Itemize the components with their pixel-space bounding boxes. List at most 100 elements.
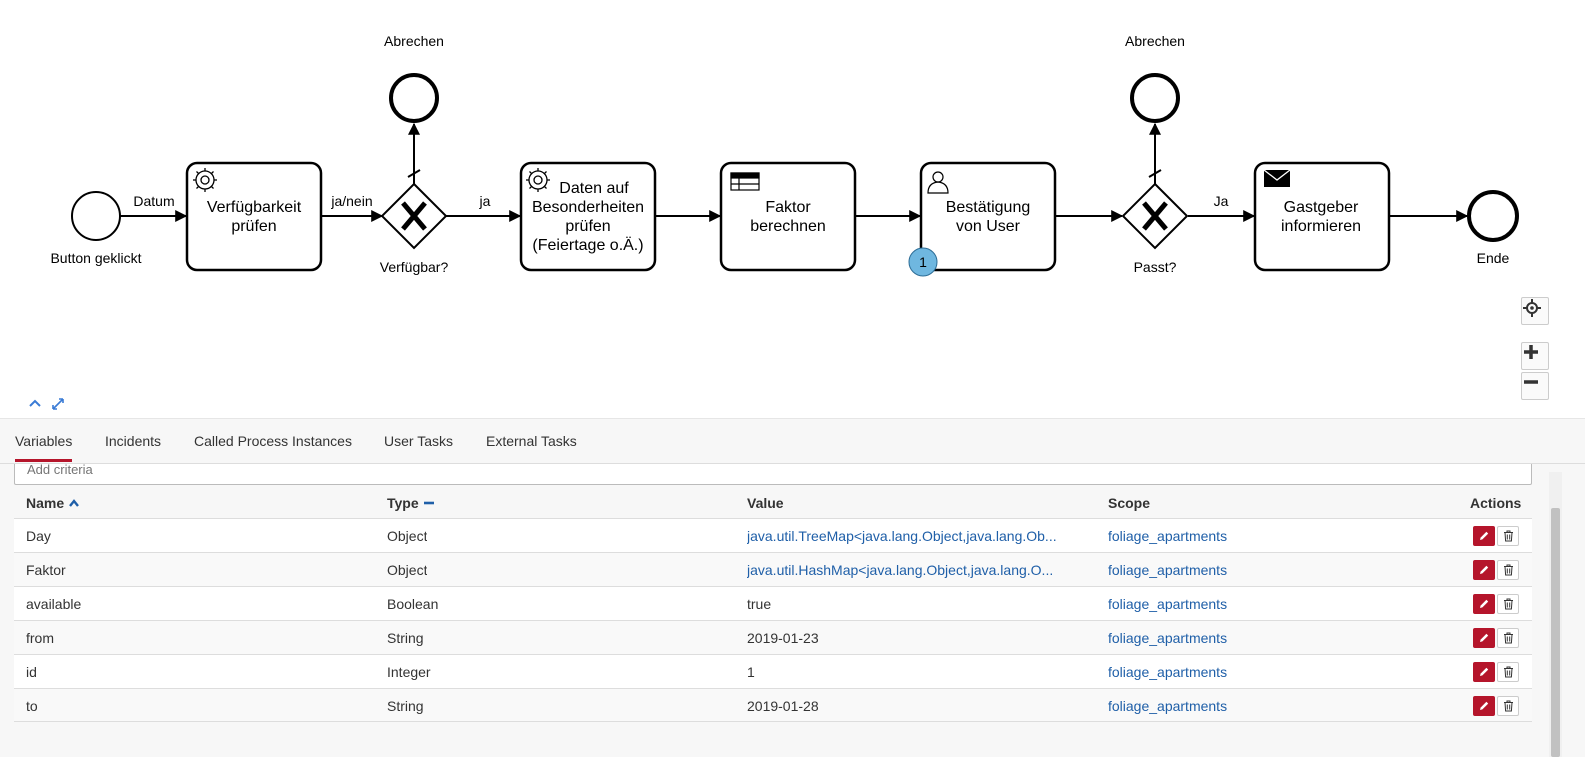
pencil-icon bbox=[1480, 633, 1489, 642]
tab-called-process-instances[interactable]: Called Process Instances bbox=[194, 433, 352, 449]
instance-count-badge-text: 1 bbox=[919, 254, 927, 270]
task-faktor-berechnen[interactable]: Faktor berechnen bbox=[719, 161, 857, 272]
task-label-line1: Verfügbarkeit bbox=[207, 199, 302, 216]
end-event[interactable] bbox=[1467, 190, 1519, 242]
task-gastgeber-informieren[interactable]: Gastgeber informieren bbox=[1253, 161, 1391, 272]
task-bestaetigung-von-user[interactable]: Bestätigung von User bbox=[919, 161, 1057, 272]
trash-icon bbox=[1503, 632, 1513, 644]
scrollbar-thumb[interactable] bbox=[1551, 508, 1560, 757]
end-event-abbrechen-2-label: Abrechen bbox=[1125, 33, 1185, 49]
delete-variable-button[interactable] bbox=[1497, 526, 1519, 546]
cell-name: to bbox=[26, 698, 38, 714]
trash-icon bbox=[1503, 700, 1513, 712]
delete-variable-button[interactable] bbox=[1497, 696, 1519, 716]
end-event-abbrechen-1[interactable] bbox=[389, 73, 439, 123]
exclusive-x-icon bbox=[1142, 201, 1168, 231]
tab-variables[interactable]: Variables bbox=[15, 433, 73, 462]
minus-icon bbox=[1524, 380, 1538, 384]
tab-incidents[interactable]: Incidents bbox=[105, 433, 162, 449]
pencil-icon bbox=[1480, 701, 1489, 710]
send-task-envelope-icon bbox=[1263, 169, 1291, 187]
edit-variable-button[interactable] bbox=[1473, 526, 1495, 546]
plus-icon bbox=[1524, 345, 1538, 359]
edit-variable-button[interactable] bbox=[1473, 560, 1495, 580]
cell-value: 1 bbox=[747, 664, 755, 680]
column-header-scope[interactable]: Scope bbox=[1108, 495, 1151, 511]
task-label-line1: Bestätigung bbox=[946, 199, 1031, 216]
cell-value: true bbox=[747, 596, 772, 612]
zoom-in-button[interactable] bbox=[1521, 342, 1549, 370]
column-header-value[interactable]: Value bbox=[747, 495, 784, 511]
flow-label-ja: ja bbox=[479, 193, 491, 209]
cell-type: String bbox=[387, 630, 424, 646]
task-label-line1: Faktor bbox=[765, 199, 811, 216]
trash-icon bbox=[1503, 564, 1513, 576]
exclusive-x-icon bbox=[401, 201, 427, 231]
reset-zoom-button[interactable] bbox=[1521, 297, 1549, 325]
delete-variable-button[interactable] bbox=[1497, 662, 1519, 682]
search-input[interactable] bbox=[25, 464, 1329, 478]
table-row: Faktor Object java.util.HashMap<java.lan… bbox=[14, 552, 1532, 586]
tab-external-tasks[interactable]: External Tasks bbox=[486, 433, 577, 449]
edit-variable-button[interactable] bbox=[1473, 628, 1495, 648]
cell-name: Day bbox=[26, 528, 51, 544]
flow-label-datum: Datum bbox=[133, 193, 174, 209]
task-verfuegbarkeit-pruefen[interactable]: Verfügbarkeit prüfen bbox=[185, 161, 323, 272]
sort-none-icon bbox=[423, 501, 434, 505]
variables-panel: Name Type Value Scope Actions Day Object… bbox=[0, 464, 1585, 757]
bpmn-diagram-canvas[interactable]: Button geklickt Datum Verfügbarkeit prüf… bbox=[0, 0, 1585, 418]
task-label-line1: Daten auf bbox=[559, 180, 629, 197]
service-task-gear-icon bbox=[526, 168, 550, 192]
table-row: available Boolean true foliage_apartment… bbox=[14, 586, 1532, 620]
chevron-up-icon bbox=[29, 399, 41, 407]
cell-scope-link[interactable]: foliage_apartments bbox=[1108, 698, 1228, 714]
cell-name: id bbox=[26, 664, 37, 680]
delete-variable-button[interactable] bbox=[1497, 560, 1519, 580]
gateway-verfuegbar-label: Verfügbar? bbox=[380, 259, 449, 275]
sequence-flows bbox=[120, 122, 1469, 222]
start-event[interactable] bbox=[71, 191, 121, 241]
search-filter-box[interactable] bbox=[14, 464, 1532, 485]
column-header-name[interactable]: Name bbox=[26, 495, 80, 511]
task-label-line1: Gastgeber bbox=[1284, 199, 1359, 216]
crosshair-icon bbox=[1523, 299, 1541, 317]
cell-scope-link[interactable]: foliage_apartments bbox=[1108, 630, 1228, 646]
cell-value-link[interactable]: java.util.TreeMap<java.lang.Object,java.… bbox=[747, 528, 1057, 544]
trash-icon bbox=[1503, 666, 1513, 678]
gateway-passt[interactable] bbox=[1121, 182, 1189, 250]
instance-count-badge[interactable]: 1 bbox=[908, 247, 938, 277]
trash-icon bbox=[1503, 598, 1513, 610]
service-task-gear-icon bbox=[193, 168, 217, 192]
cell-value-link[interactable]: java.util.HashMap<java.lang.Object,java.… bbox=[747, 562, 1054, 578]
start-event-label: Button geklickt bbox=[50, 250, 141, 266]
cell-scope-link[interactable]: foliage_apartments bbox=[1108, 596, 1228, 612]
zoom-out-button[interactable] bbox=[1521, 372, 1549, 400]
cell-scope-link[interactable]: foliage_apartments bbox=[1108, 562, 1228, 578]
task-label-line3: prüfen bbox=[565, 218, 610, 235]
bpmn-diagram: Button geklickt Datum Verfügbarkeit prüf… bbox=[50, 33, 1519, 277]
column-header-type[interactable]: Type bbox=[387, 495, 435, 511]
task-label-line2: von User bbox=[956, 218, 1021, 235]
task-daten-pruefen[interactable]: Daten auf Besonderheiten prüfen (Feierta… bbox=[519, 161, 657, 272]
user-task-person-icon bbox=[927, 171, 949, 194]
cell-type: String bbox=[387, 698, 424, 714]
gateway-verfuegbar[interactable] bbox=[380, 182, 448, 250]
table-row: id Integer 1 foliage_apartments bbox=[14, 654, 1532, 688]
delete-variable-button[interactable] bbox=[1497, 628, 1519, 648]
delete-variable-button[interactable] bbox=[1497, 594, 1519, 614]
edit-variable-button[interactable] bbox=[1473, 696, 1495, 716]
expand-icon bbox=[52, 398, 64, 410]
edit-variable-button[interactable] bbox=[1473, 594, 1495, 614]
table-row: to String 2019-01-28 foliage_apartments bbox=[14, 688, 1532, 722]
task-label-line2: berechnen bbox=[750, 218, 826, 235]
cell-value: 2019-01-23 bbox=[747, 630, 819, 646]
cell-scope-link[interactable]: foliage_apartments bbox=[1108, 528, 1228, 544]
detail-tabs: Variables Incidents Called Process Insta… bbox=[0, 418, 1585, 464]
cell-type: Boolean bbox=[387, 596, 439, 612]
edit-variable-button[interactable] bbox=[1473, 662, 1495, 682]
flow-label-ja-2: Ja bbox=[1214, 193, 1229, 209]
end-event-abbrechen-1-label: Abrechen bbox=[384, 33, 444, 49]
end-event-abbrechen-2[interactable] bbox=[1130, 73, 1180, 123]
cell-scope-link[interactable]: foliage_apartments bbox=[1108, 664, 1228, 680]
tab-user-tasks[interactable]: User Tasks bbox=[384, 433, 453, 449]
